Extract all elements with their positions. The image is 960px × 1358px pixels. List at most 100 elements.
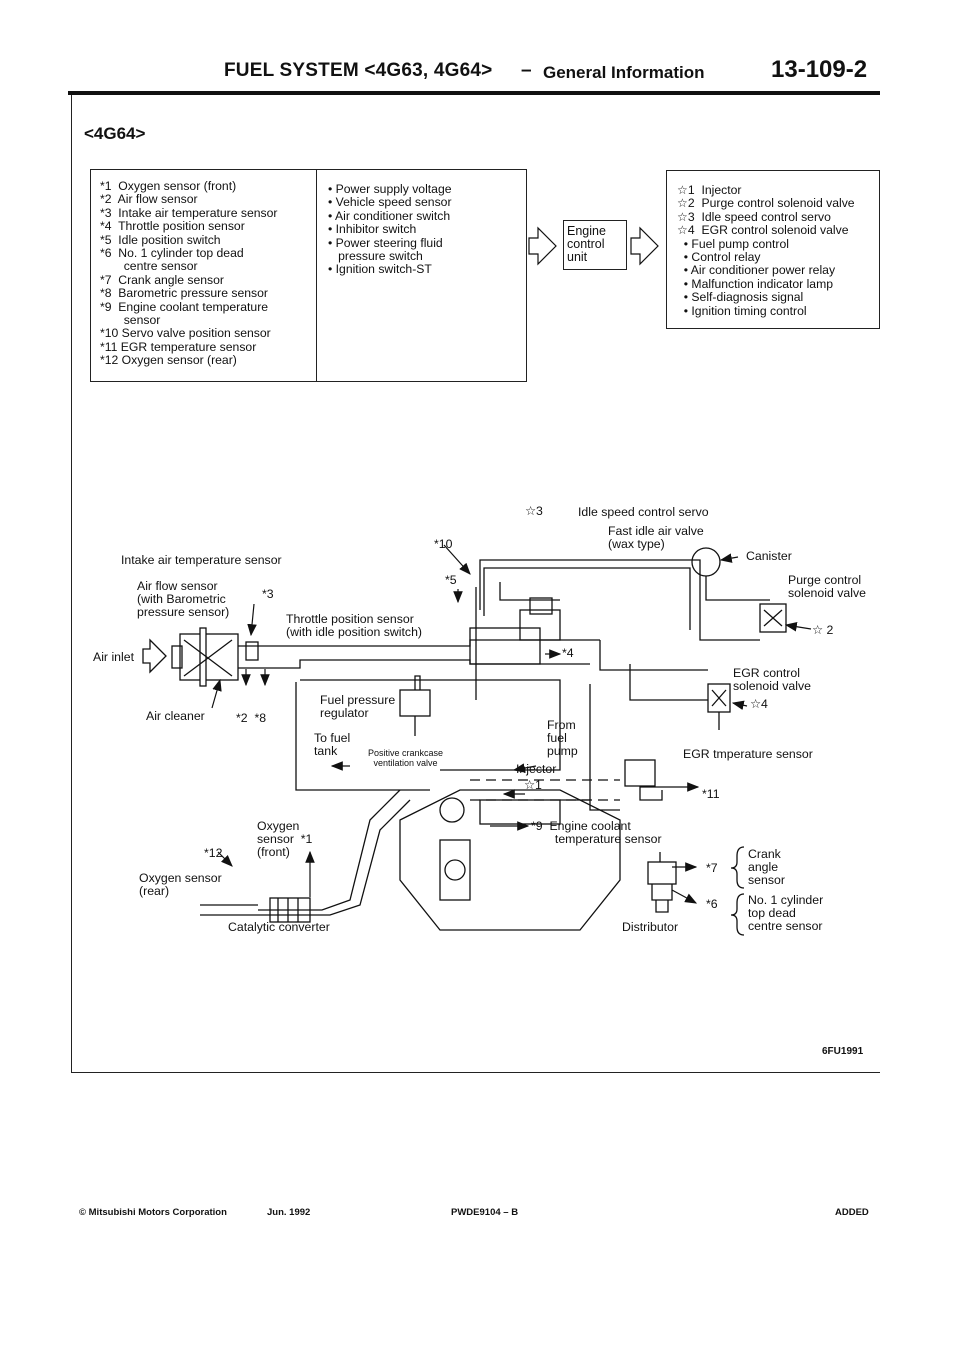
exhaust-pipe <box>258 789 411 916</box>
fuel-system-diagram <box>142 544 812 936</box>
label-to-fuel-tank: To fuel tank <box>314 731 351 759</box>
sensor-item: *9 Engine coolant temperature <box>100 299 269 314</box>
input-arrow-icon <box>528 226 557 266</box>
ecu-box <box>563 220 627 270</box>
label-10: *10 <box>434 537 453 551</box>
actuator-item: • Malfunction indicator lamp <box>677 276 834 291</box>
footer-copyright: © Mitsubishi Motors Corporation <box>79 1207 227 1218</box>
inputs-table <box>90 169 527 382</box>
sensor-item: *11 EGR temperature sensor <box>100 339 257 354</box>
outputs-table <box>666 170 880 329</box>
actuator-item: ☆1 Injector <box>677 183 742 197</box>
label-catalytic-converter: Catalytic converter <box>228 920 330 934</box>
header-rule <box>68 91 880 95</box>
switch-input-item: pressure switch <box>328 249 423 264</box>
footer-date: Jun. 1992 <box>267 1207 311 1218</box>
label-egr-control-solenoid: EGR control solenoid valve <box>733 666 811 694</box>
label-fast-idle-air-valve: Fast idle air valve (wax type) <box>608 524 704 552</box>
label-injector: Injector <box>516 762 557 776</box>
label-air-cleaner: Air cleaner <box>146 709 205 723</box>
sensor-item: *5 Idle position switch <box>100 232 221 247</box>
label-distributor: Distributor <box>622 920 679 934</box>
purge-solenoid-shape <box>759 603 787 633</box>
label-egr-temperature-sensor: EGR tmperature sensor <box>683 747 813 761</box>
catalytic-converter-shape <box>269 897 311 923</box>
ecu-flow-arrows <box>528 226 659 266</box>
label-engine-coolant-temp: *9 Engine coolant temperature sensor <box>531 819 662 847</box>
label-5: *5 <box>445 573 457 587</box>
actuator-item: ☆4 EGR control solenoid valve <box>677 223 849 238</box>
sensor-item: *2 Air flow sensor <box>100 192 198 207</box>
label-7: *7 <box>706 861 718 875</box>
fuel-regulator-shape <box>399 689 431 717</box>
label-oxygen-sensor-rear: Oxygen sensor (rear) <box>139 871 222 899</box>
purge-mark: ☆ 2 <box>812 623 834 637</box>
switch-input-list: • Power supply voltage• Vehicle speed se… <box>328 182 452 277</box>
switch-input-item: • Air conditioner switch <box>328 208 451 223</box>
sensor-item: *3 Intake air temperature sensor <box>100 205 278 220</box>
actuator-list: ☆1 Injector☆2 Purge control solenoid val… <box>677 183 855 318</box>
sensor-item: *12 Oxygen sensor (rear) <box>100 353 237 368</box>
label-12: *12 <box>204 846 223 860</box>
actuator-item: ☆3 Idle speed control servo <box>677 209 831 224</box>
engine-block <box>399 789 621 931</box>
label-fuel-pressure-regulator: Fuel pressure regulator <box>320 693 396 721</box>
switch-input-item: • Power supply voltage <box>328 182 452 196</box>
page-number: 13-109-2 <box>771 56 868 83</box>
label-crank-angle-sensor: Crank angle sensor <box>748 847 785 888</box>
label-purge-control-solenoid: Purge control solenoid valve <box>788 573 866 601</box>
actuator-item: ☆2 Purge control solenoid valve <box>677 196 855 211</box>
engine-variant-heading: <4G64> <box>84 124 146 143</box>
sensor-item: sensor <box>100 313 161 328</box>
label-11: *11 <box>702 787 720 801</box>
section-title: General Information <box>543 63 705 82</box>
ecu-label: Engine control unit <box>567 224 606 265</box>
sensor-item: *7 Crank angle sensor <box>100 272 224 287</box>
footer-doc-number: PWDE9104 – B <box>451 1207 519 1218</box>
left-margin-rule <box>71 95 72 1073</box>
air-cleaner-shape <box>179 633 239 681</box>
sensor-item: *6 No. 1 cylinder top dead <box>100 246 244 261</box>
label-air-flow-sensor: Air flow sensor (with Barometric pressur… <box>137 579 230 620</box>
output-arrow-icon <box>630 226 659 266</box>
actuator-item: • Self-diagnosis signal <box>677 290 804 305</box>
actuator-item: • Fuel pump control <box>677 236 789 251</box>
switch-input-item: • Power steering fluid <box>328 235 443 250</box>
label-6: *6 <box>706 897 718 911</box>
label-intake-air-temp-sensor: Intake air temperature sensor <box>121 553 282 567</box>
footer-status: ADDED <box>835 1207 869 1218</box>
label-2-8: *2 *8 <box>236 711 267 725</box>
label-4: *4 <box>562 646 574 660</box>
switch-input-item: • Inhibitor switch <box>328 222 417 237</box>
canister-shape <box>691 547 721 577</box>
inputs-divider <box>316 169 317 382</box>
document-title: FUEL SYSTEM <4G63, 4G64> <box>224 60 493 81</box>
sensor-list: *1 Oxygen sensor (front)*2 Air flow sens… <box>100 179 278 368</box>
label-canister: Canister <box>746 549 792 563</box>
air-inlet-arrow-icon <box>142 638 167 674</box>
egr-mark: ☆4 <box>750 697 768 711</box>
actuator-item: • Control relay <box>677 250 761 265</box>
switch-input-item: • Vehicle speed sensor <box>328 195 452 210</box>
sensor-item: *10 Servo valve position sensor <box>100 326 271 341</box>
title-separator: – <box>521 60 532 81</box>
label-air-inlet: Air inlet <box>93 650 135 664</box>
label-idle-speed-control-servo: Idle speed control servo <box>578 505 709 519</box>
sensor-item: *1 Oxygen sensor (front) <box>100 179 237 193</box>
throttle-body <box>469 627 541 665</box>
switch-input-item: • Ignition switch-ST <box>328 262 432 277</box>
bottom-rule <box>72 1072 880 1073</box>
label-throttle-position-sensor: Throttle position sensor (with idle posi… <box>286 612 422 640</box>
distributor-shape <box>647 861 677 885</box>
sensor-item: *8 Barometric pressure sensor <box>100 286 268 301</box>
label-oxygen-sensor-front: Oxygen sensor *1 (front) <box>257 819 313 860</box>
isc-mark: ☆3 <box>525 504 543 518</box>
label-3: *3 <box>262 587 274 601</box>
sensor-item: *4 Throttle position sensor <box>100 219 245 234</box>
label-tdc-sensor: No. 1 cylinder top dead centre sensor <box>748 893 824 934</box>
label-from-fuel-pump: From fuel pump <box>547 718 578 759</box>
label-pcv-valve: Positive crankcase ventilation valve <box>368 748 444 768</box>
injector-mark: ☆1 <box>524 778 542 792</box>
actuator-item: • Air conditioner power relay <box>677 263 836 278</box>
actuator-item: • Ignition timing control <box>677 303 807 318</box>
